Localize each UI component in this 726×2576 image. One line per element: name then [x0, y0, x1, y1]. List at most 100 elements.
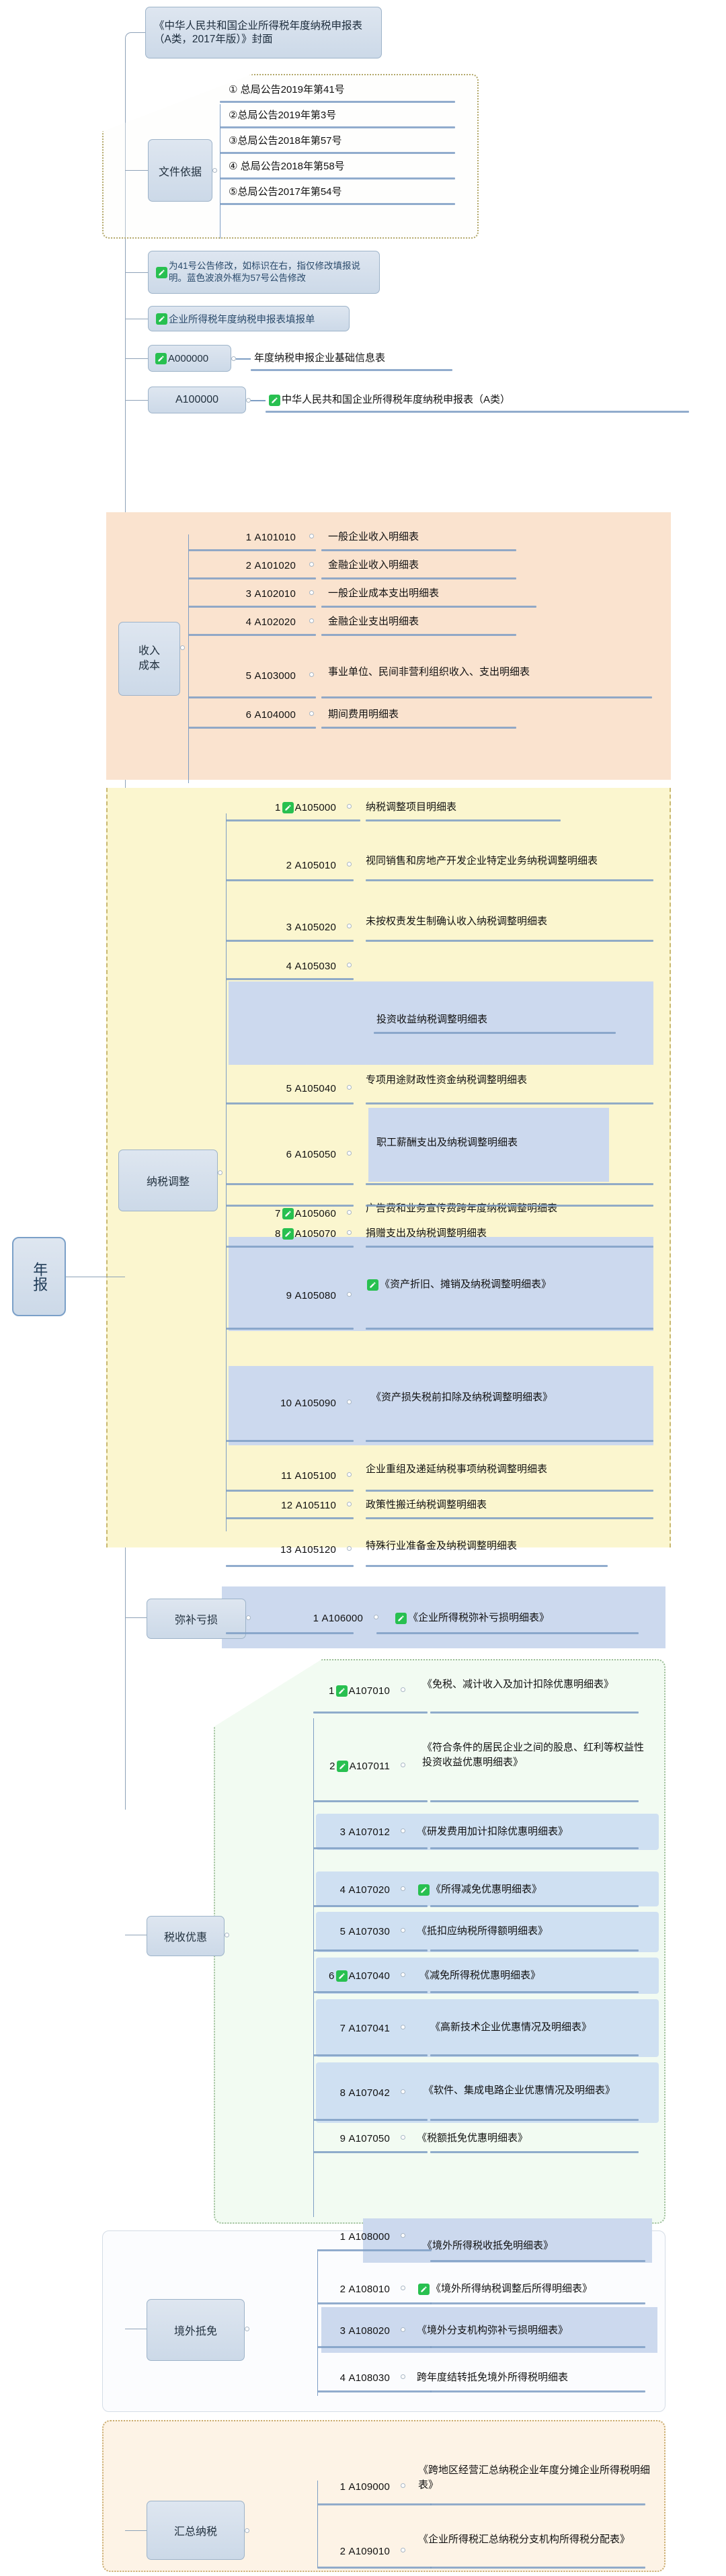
group-expander-tax-adjustment[interactable]	[218, 1170, 223, 1175]
leaf-expander[interactable]	[401, 2327, 405, 2332]
group-node-overseas-credit[interactable]: 境外抵免	[147, 2299, 245, 2361]
leaf-code-id: A102020	[254, 616, 296, 628]
leaf-code: 1	[245, 531, 252, 543]
leaf-expander[interactable]	[401, 2548, 405, 2552]
leaf-expander[interactable]	[401, 2233, 405, 2238]
leaf-expander[interactable]	[401, 2483, 405, 2488]
leaf-title: 专项用途财政性资金纳税调整明细表	[366, 1074, 528, 1086]
leaf-expander[interactable]	[347, 804, 352, 809]
leaf-code: 3	[245, 588, 252, 600]
leaf-expander[interactable]	[401, 2374, 405, 2379]
leaf-code-id: A102010	[254, 588, 296, 600]
leaf-expander[interactable]	[309, 672, 314, 677]
file-basis-item[interactable]: ②总局公告2019年第3号	[229, 109, 337, 121]
leaf-expander[interactable]	[347, 1292, 352, 1297]
leaf-expander[interactable]	[309, 534, 314, 538]
root-label: 年报	[31, 1262, 48, 1291]
leaf-code: 2	[339, 2283, 346, 2295]
leaf-expander[interactable]	[309, 590, 314, 595]
leaf-expander[interactable]	[401, 2286, 405, 2290]
leaf-code: 5	[339, 1925, 346, 1937]
file-basis-item[interactable]: ④ 总局公告2018年第58号	[229, 160, 345, 172]
leaf-title: 纳税调整项目明细表	[366, 801, 457, 813]
file-basis-item[interactable]: ⑤总局公告2017年第54号	[229, 186, 342, 198]
leaf-expander[interactable]	[401, 2135, 405, 2140]
leaf-expander[interactable]	[347, 924, 352, 928]
leaf-title: 期间费用明细表	[328, 708, 399, 720]
main-form-node[interactable]: A100000	[148, 387, 246, 413]
group-expander-overseas-credit[interactable]	[245, 2327, 249, 2331]
edit-pencil-badge-icon	[282, 801, 294, 813]
leaf-expander[interactable]	[374, 1615, 378, 1619]
base-info-expander[interactable]	[231, 356, 236, 361]
leaf-expander[interactable]	[347, 1546, 352, 1551]
leaf-title: 《企业所得税汇总纳税分支机构所得税分配表》	[418, 2534, 631, 2546]
edit-pencil-badge-icon	[269, 394, 280, 406]
leaf-code: 10	[280, 1397, 292, 1409]
leaf-expander[interactable]	[347, 1230, 352, 1235]
highlight-block	[316, 1814, 659, 1850]
file-basis-item[interactable]: ③总局公告2018年第57号	[229, 134, 342, 147]
leaf-expander[interactable]	[347, 1400, 352, 1404]
leaf-code: 6	[245, 709, 252, 721]
leaf-expander[interactable]	[401, 2089, 405, 2094]
leaf-expander[interactable]	[347, 1151, 352, 1156]
leaf-code-id: A107011	[349, 1760, 390, 1772]
leaf-expander[interactable]	[401, 1687, 405, 1692]
leaf-code-id: A105050	[294, 1148, 336, 1160]
leaf-code: 8	[274, 1227, 281, 1240]
main-form-expander[interactable]	[246, 398, 251, 403]
edit-pencil-badge-icon	[336, 1760, 348, 1772]
leaf-expander[interactable]	[401, 1763, 405, 1767]
root-node[interactable]: 年报	[12, 1237, 66, 1316]
group-expander-income-cost[interactable]	[180, 645, 185, 650]
leaf-expander[interactable]	[347, 1502, 352, 1506]
edit-pencil-badge-icon	[156, 266, 167, 278]
highlight-block	[316, 1999, 659, 2057]
leaf-title: 《境外所得纳税调整后所得明细表》	[431, 2282, 593, 2294]
leaf-expander[interactable]	[347, 1472, 352, 1477]
leaf-code: 2	[339, 2545, 346, 2557]
leaf-expander[interactable]	[347, 1085, 352, 1090]
group-node-consolidated[interactable]: 汇总纳税	[147, 2501, 245, 2560]
leaf-expander[interactable]	[309, 711, 314, 716]
leaf-expander[interactable]	[401, 2025, 405, 2029]
base-info-node[interactable]: A000000	[148, 345, 231, 372]
file-basis-expander[interactable]	[212, 168, 217, 173]
group-node-income-cost[interactable]: 收入 成本	[118, 622, 180, 696]
leaf-expander[interactable]	[401, 1972, 405, 1977]
file-basis-item[interactable]: ① 总局公告2019年第41号	[229, 83, 345, 95]
leaf-expander[interactable]	[347, 963, 352, 967]
group-expander-consolidated[interactable]	[245, 2528, 249, 2533]
leaf-title: 《资产折旧、摊销及纳税调整明细表》	[380, 1279, 552, 1291]
file-basis-node[interactable]: 文件依据	[148, 139, 212, 202]
leaf-expander[interactable]	[347, 862, 352, 867]
leaf-title: 捐赠支出及纳税调整明细表	[366, 1227, 487, 1239]
leaf-code-id: A105120	[294, 1543, 336, 1556]
group-expander-loss-offset[interactable]	[246, 1615, 251, 1620]
leaf-expander[interactable]	[347, 1210, 352, 1215]
group-node-tax-adjustment[interactable]: 纳税调整	[118, 1150, 218, 1211]
group-node-tax-incentive[interactable]: 税收优惠	[147, 1916, 225, 1956]
connector-cover	[125, 32, 146, 90]
leaf-code: 7	[274, 1207, 281, 1219]
leaf-title: 《企业所得税弥补亏损明细表》	[408, 1611, 550, 1623]
leaf-title: 《软件、集成电路企业优惠情况及明细表》	[424, 2085, 616, 2097]
base-info-title[interactable]: 年度纳税申报企业基础信息表	[254, 352, 386, 364]
leaf-expander[interactable]	[401, 1886, 405, 1891]
checklist-node[interactable]: 企业所得税年度纳税申报表填报单	[148, 306, 350, 331]
group-expander-tax-incentive[interactable]	[225, 1933, 229, 1937]
leaf-code: 6	[328, 1970, 335, 1982]
leaf-title: 《减免所得税优惠明细表》	[419, 1969, 541, 1981]
leaf-expander[interactable]	[309, 562, 314, 567]
legend-note-node[interactable]: 为41号公告修改，如标识在右，指仅修改填报说明。蓝色波浪外框为57号公告修改	[148, 251, 380, 294]
main-form-title[interactable]: 中华人民共和国企业所得税年度纳税申报表（A类）	[268, 390, 684, 410]
main-form-code: A100000	[175, 394, 219, 405]
leaf-code-id: A105070	[294, 1227, 336, 1240]
leaf-expander[interactable]	[309, 618, 314, 623]
edit-pencil-badge-icon	[282, 1207, 294, 1219]
leaf-expander[interactable]	[401, 1928, 405, 1933]
cover-node[interactable]: 《中华人民共和国企业所得税年度纳税申报表（A类，2017年版）》封面	[145, 7, 382, 58]
leaf-expander[interactable]	[401, 1828, 405, 1833]
highlight-block	[321, 2307, 657, 2353]
